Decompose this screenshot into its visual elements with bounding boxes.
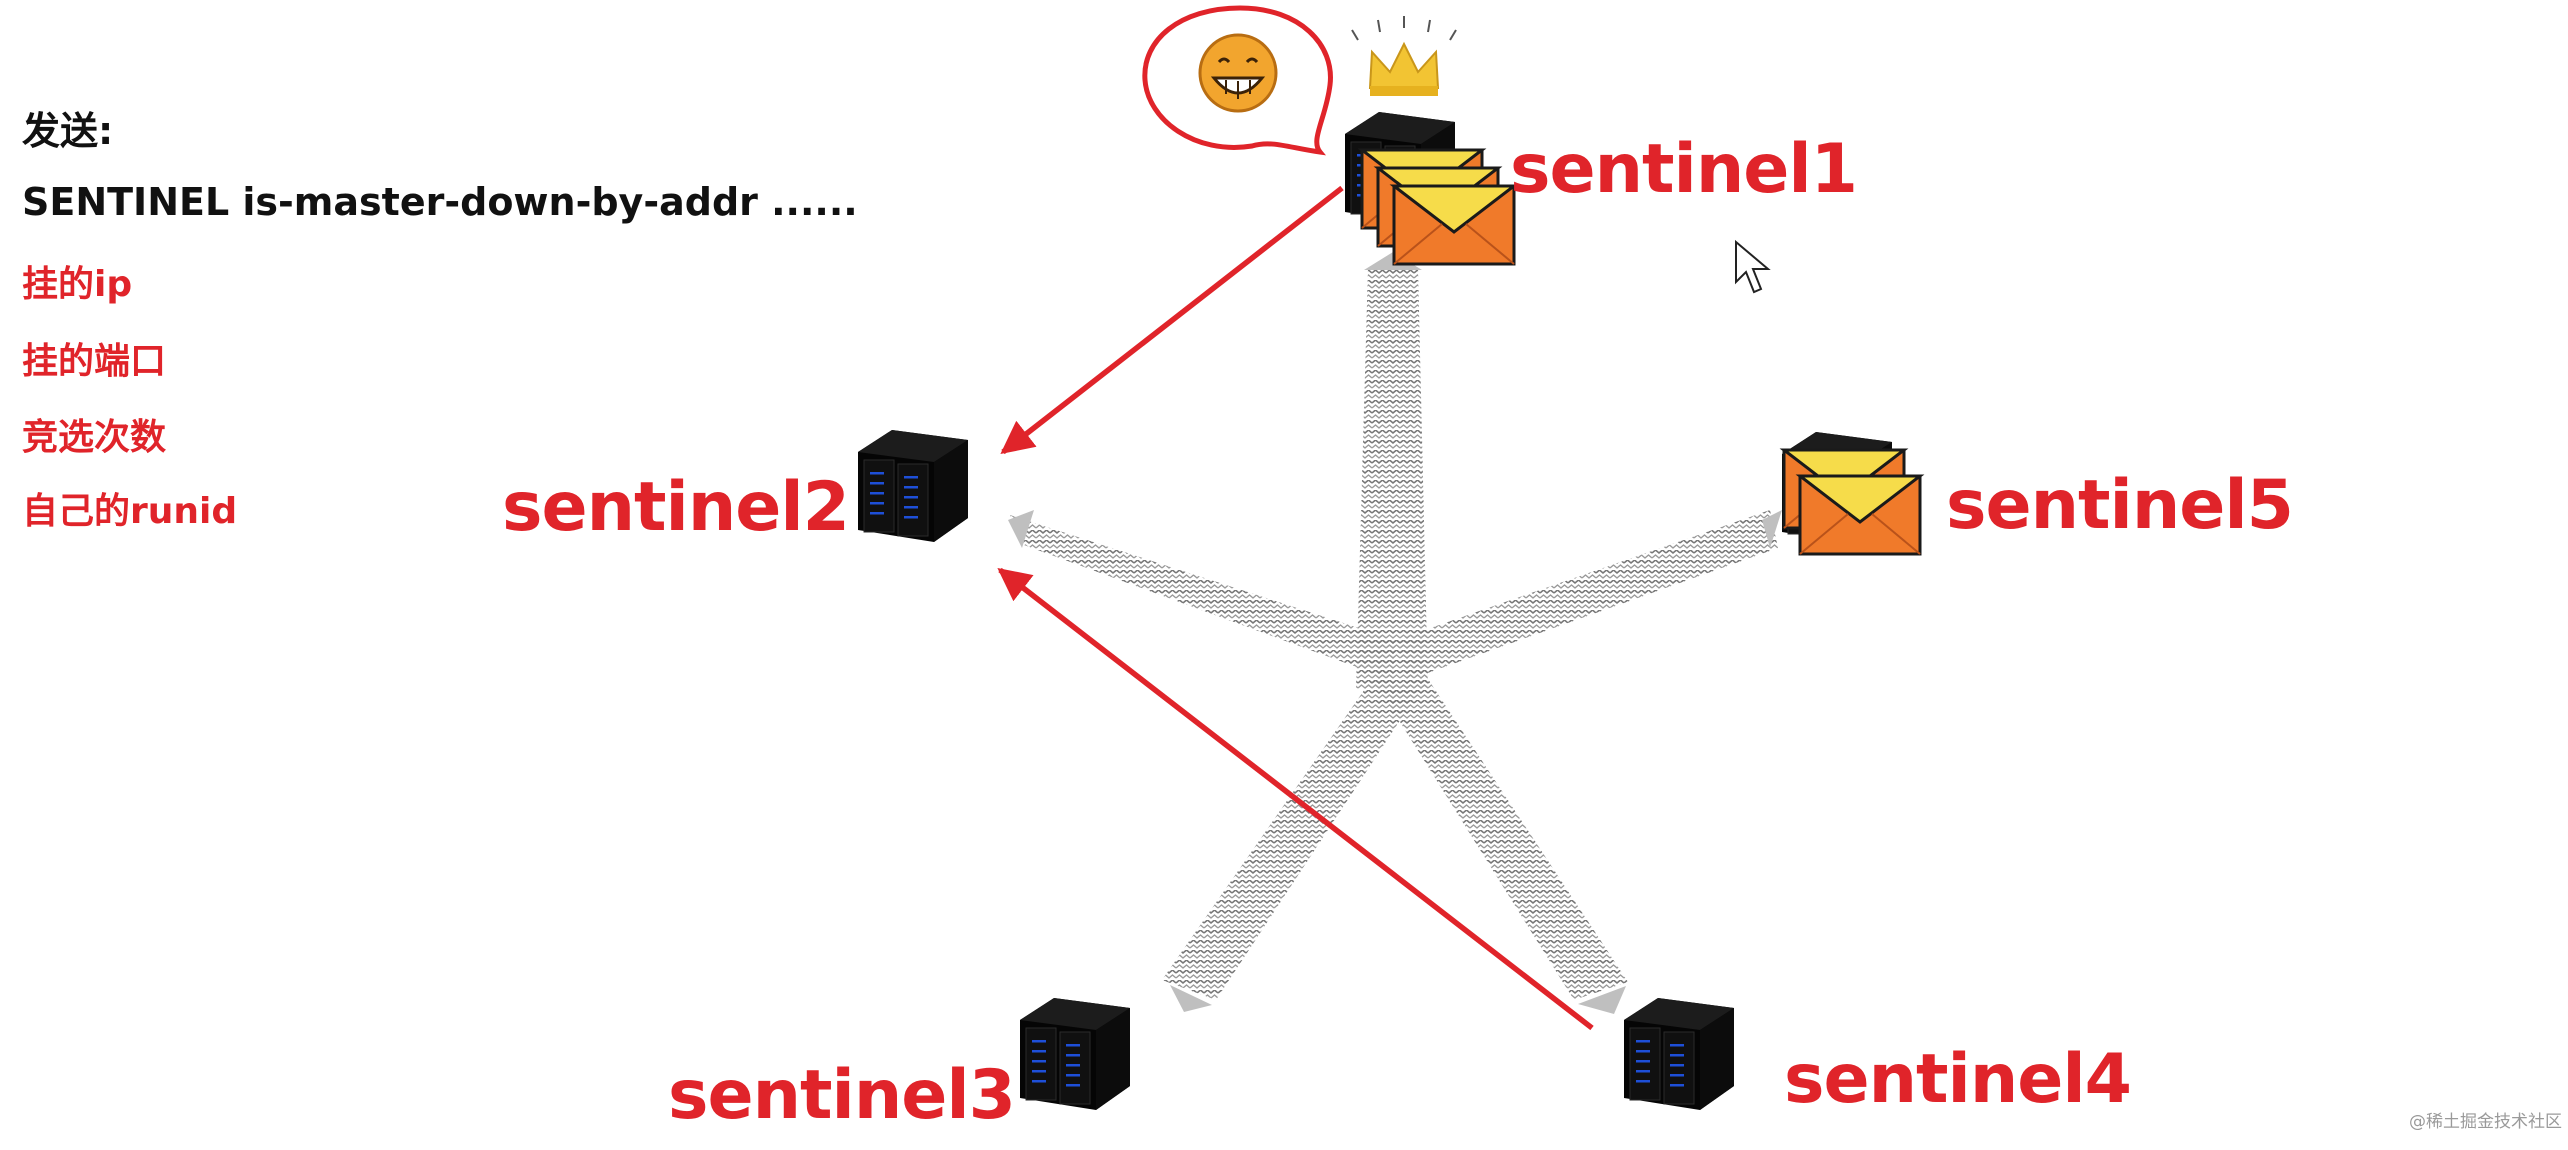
link-sentinel4-center [1380,676,1628,1000]
envelope-icon [1392,184,1516,266]
sentinel5-node [1781,431,1922,556]
sentinel3-label: sentinel3 [668,1056,1016,1135]
link-sentinel5-center [1396,510,1778,680]
sentinel3-server-rack-icon [1019,997,1131,1111]
param-own-runid: 自己的runid [22,491,238,532]
link-arrowhead-sentinel3 [1170,985,1212,1012]
envelope-icon [1798,474,1922,556]
leader-speech-bubble [1142,5,1333,156]
vote-request-arrow-s4-to-s2 [997,567,1594,1031]
param-failed-port: 挂的端口 [22,341,167,382]
sentinel4-label: sentinel4 [1784,1040,2132,1119]
param-failed-ip: 挂的ip [22,264,133,305]
crown-icon [1351,16,1457,96]
sentinel2-server-rack-icon [857,429,969,543]
watermark-text: @稀土掘金技术社区 [2409,1112,2562,1132]
mouse-pointer-icon [1735,239,1771,294]
sentinel-link-bands [1008,252,1782,1014]
sentinel1-label: sentinel1 [1510,130,1858,209]
sentinel4-server-rack-icon [1623,997,1735,1111]
link-arrowhead-sentinel4 [1578,986,1626,1014]
vote-request-arrow-s1-to-s2 [1000,185,1344,455]
link-sentinel1-center [1356,268,1428,690]
link-sentinel3-center [1162,676,1420,1000]
grinning-face-icon [1198,33,1278,113]
sentinel5-label: sentinel5 [1946,466,2294,545]
sentinel2-label: sentinel2 [502,468,850,547]
link-arrowhead-sentinel2 [1008,510,1034,548]
link-arrowhead-sentinel5 [1762,510,1782,548]
sentinel1-node [1344,111,1516,266]
sentinel-command-text: SENTINEL is-master-down-by-addr ...... [22,180,858,224]
send-label: 发送: [22,109,114,153]
link-sentinel2-center [1010,515,1396,680]
param-election-epoch: 竞选次数 [22,417,167,458]
